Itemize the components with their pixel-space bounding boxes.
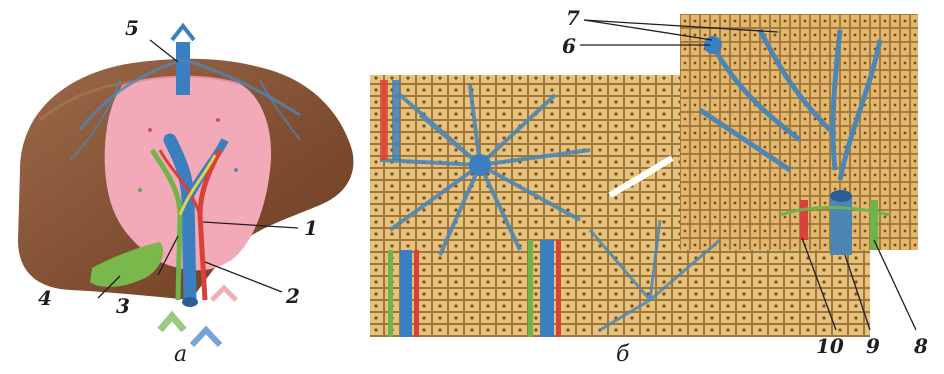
label-4: 4 — [38, 286, 52, 310]
bile-duct — [149, 148, 217, 301]
label-3: 3 — [116, 294, 130, 318]
caption-a: а — [174, 342, 188, 367]
label-10: 10 — [816, 334, 844, 358]
label-5: 5 — [125, 16, 139, 40]
hepatic-artery — [158, 148, 223, 301]
lobule-panel — [370, 14, 918, 337]
caption-b: б — [616, 342, 630, 367]
leader-lines-left — [97, 39, 299, 299]
label-8: 8 — [914, 334, 928, 358]
flow-arrows — [157, 284, 238, 348]
label-1: 1 — [304, 216, 318, 240]
label-9: 9 — [866, 334, 880, 358]
label-7: 7 — [566, 6, 580, 30]
label-2: 2 — [286, 284, 300, 308]
gallbladder — [90, 242, 164, 287]
label-6: 6 — [562, 34, 576, 58]
hepatic-vein — [69, 22, 301, 161]
leader-lines-right — [580, 19, 917, 331]
